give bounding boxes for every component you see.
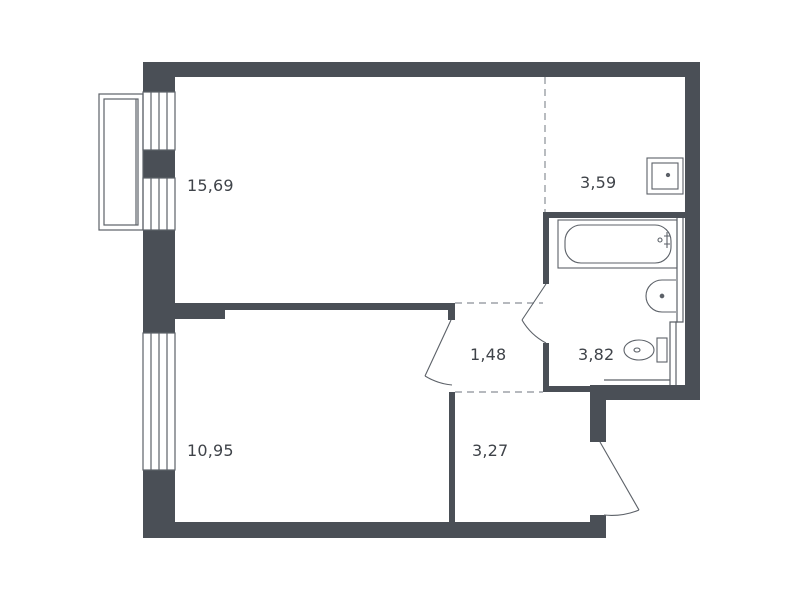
bathroom-area: 3,82 (578, 345, 614, 364)
bath-left-wall-top (543, 212, 549, 284)
bedroom-door[interactable] (424, 319, 453, 386)
room-labels: 15,69 3,59 1,48 3,82 10,95 3,27 (187, 173, 616, 460)
windows (142, 91, 176, 471)
doors (424, 283, 640, 516)
left-wall-top (143, 62, 175, 92)
bath-bottom-wall (543, 386, 590, 392)
left-wall-pier (143, 230, 175, 333)
bedroom-area: 10,95 (187, 441, 234, 460)
right-wall (685, 62, 700, 400)
left-wall-mid (143, 150, 175, 178)
toilet-icon (623, 337, 668, 363)
window-bedroom (142, 332, 176, 471)
bathroom-door[interactable] (521, 283, 547, 344)
interior-walls (175, 212, 685, 522)
right-step-wall (590, 385, 700, 400)
entrance-door[interactable] (599, 441, 640, 516)
bath-top-wall (543, 212, 685, 218)
bath-left-wall-bottom (543, 343, 549, 392)
balcony (98, 93, 144, 231)
bathroom-partitions (604, 218, 684, 385)
bedroom-door-jamb (448, 303, 455, 320)
sink-icon (645, 279, 676, 313)
hallway-area: 3,27 (472, 441, 508, 460)
exterior-walls (143, 62, 700, 538)
entry-wall-upper (590, 385, 606, 442)
bottom-wall (143, 522, 606, 538)
window-living-upper (142, 91, 176, 151)
left-wall-bottom (143, 470, 175, 538)
stove-icon (646, 157, 684, 195)
top-wall (143, 62, 700, 77)
bathtub-icon (557, 219, 678, 269)
window-living-lower (142, 177, 176, 231)
living-room-area: 15,69 (187, 176, 234, 195)
living-bedroom-wall (175, 303, 455, 310)
corridor-area: 1,48 (470, 345, 506, 364)
kitchen-area: 3,59 (580, 173, 616, 192)
bedroom-hall-wall (449, 392, 455, 522)
zone-separators (455, 77, 546, 393)
